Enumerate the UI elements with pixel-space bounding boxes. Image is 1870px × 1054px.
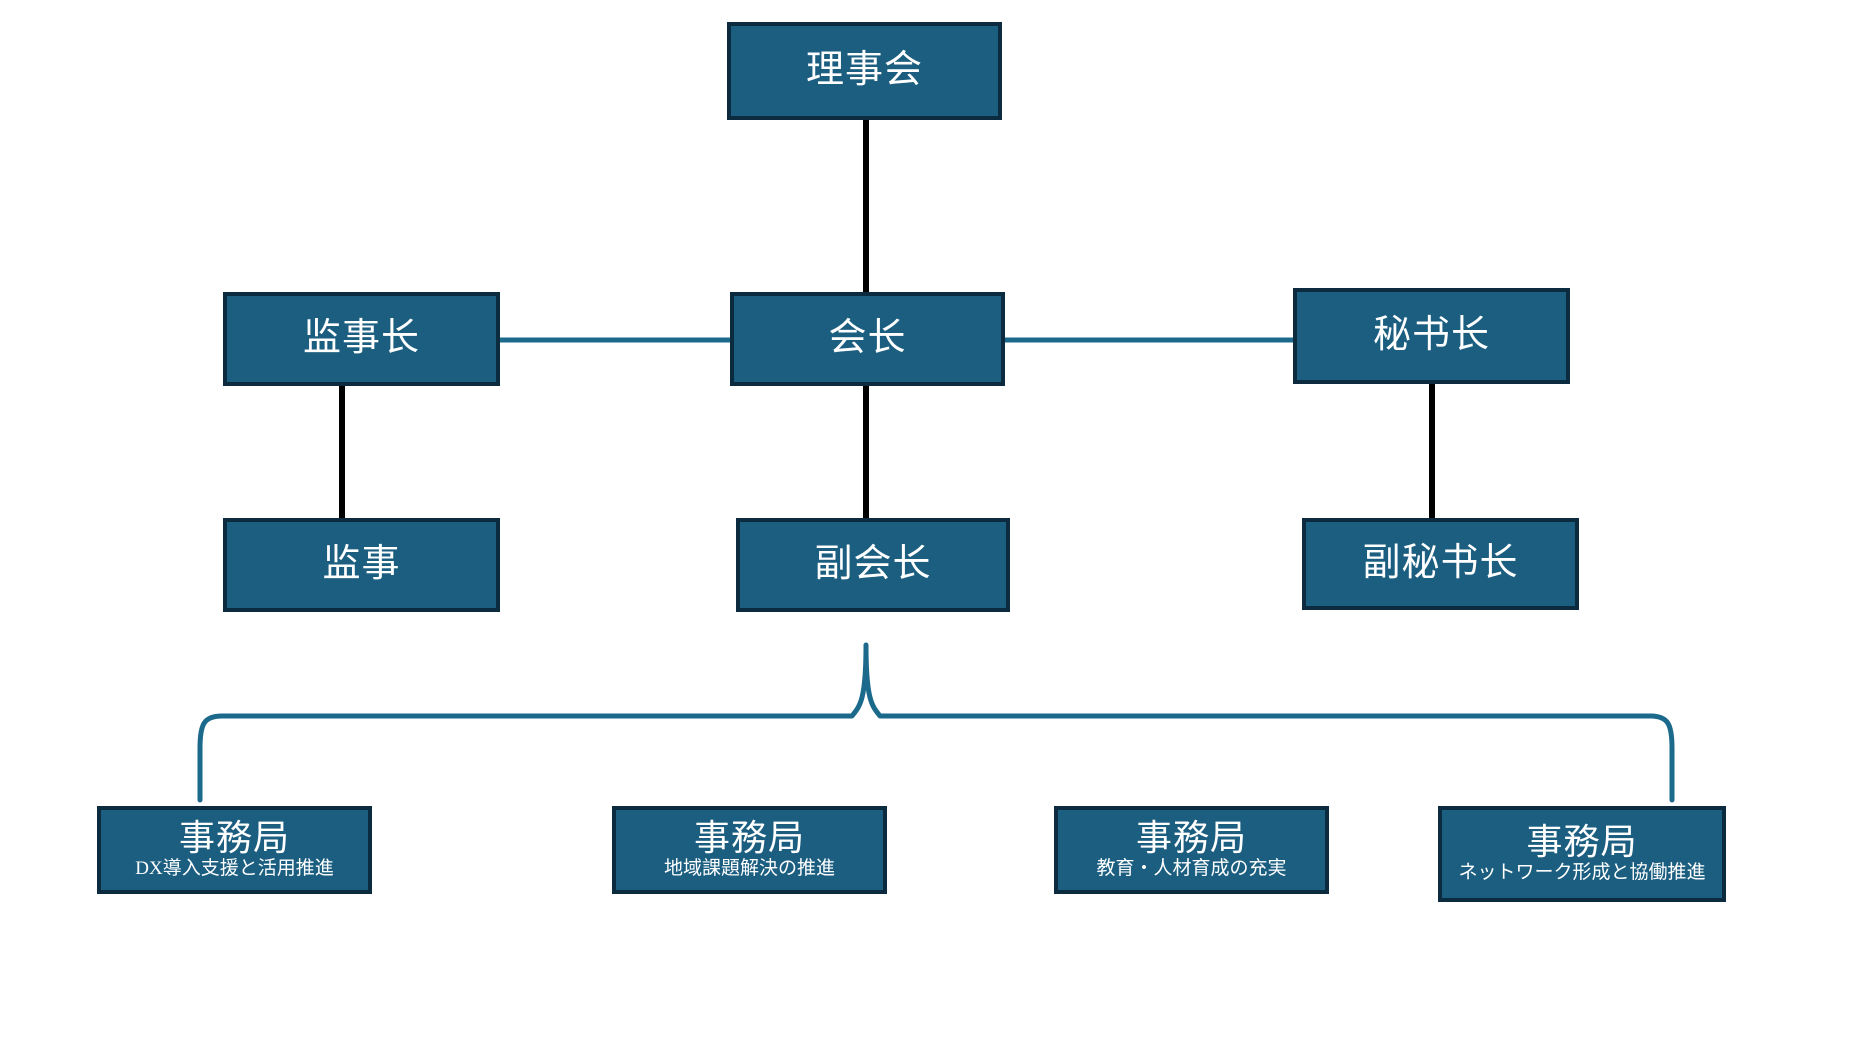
node-office-regional-subtitle: 地域課題解決の推進: [663, 857, 835, 879]
node-auditor-chief-title: 监事长: [302, 317, 420, 360]
connector-brace-vicepres-to-offices: [197, 642, 1675, 803]
node-office-dx-title: 事務局: [178, 817, 290, 858]
node-office-network-subtitle: ネットワーク形成と協働推進: [1458, 861, 1706, 883]
node-office-education-subtitle: 教育・人材育成の充実: [1096, 857, 1287, 879]
node-board-title: 理事会: [805, 49, 923, 92]
node-secretary-general[interactable]: 秘书长: [1293, 288, 1570, 384]
node-office-dx[interactable]: 事務局 DX導入支援と活用推進: [97, 806, 372, 894]
node-auditor[interactable]: 监事: [223, 518, 500, 612]
node-vice-president-title: 副会长: [814, 543, 932, 586]
node-office-regional[interactable]: 事務局 地域課題解決の推進: [612, 806, 887, 894]
node-auditor-title: 监事: [322, 543, 401, 586]
node-deputy-secretary-general-title: 副秘书长: [1362, 542, 1519, 585]
node-office-dx-subtitle: DX導入支援と活用推進: [135, 857, 334, 879]
node-deputy-secretary-general[interactable]: 副秘书长: [1302, 518, 1579, 610]
node-office-education-title: 事務局: [1135, 817, 1247, 858]
node-auditor-chief[interactable]: 监事长: [223, 292, 500, 386]
node-office-education[interactable]: 事務局 教育・人材育成の充実: [1054, 806, 1329, 894]
node-office-network-title: 事務局: [1526, 821, 1638, 862]
node-office-network[interactable]: 事務局 ネットワーク形成と協働推進: [1438, 806, 1726, 902]
node-secretary-general-title: 秘书长: [1372, 314, 1490, 357]
node-president[interactable]: 会长: [730, 292, 1005, 386]
node-office-regional-title: 事務局: [693, 817, 805, 858]
node-board[interactable]: 理事会: [727, 22, 1002, 120]
node-president-title: 会长: [828, 317, 907, 360]
node-vice-president[interactable]: 副会长: [736, 518, 1010, 612]
